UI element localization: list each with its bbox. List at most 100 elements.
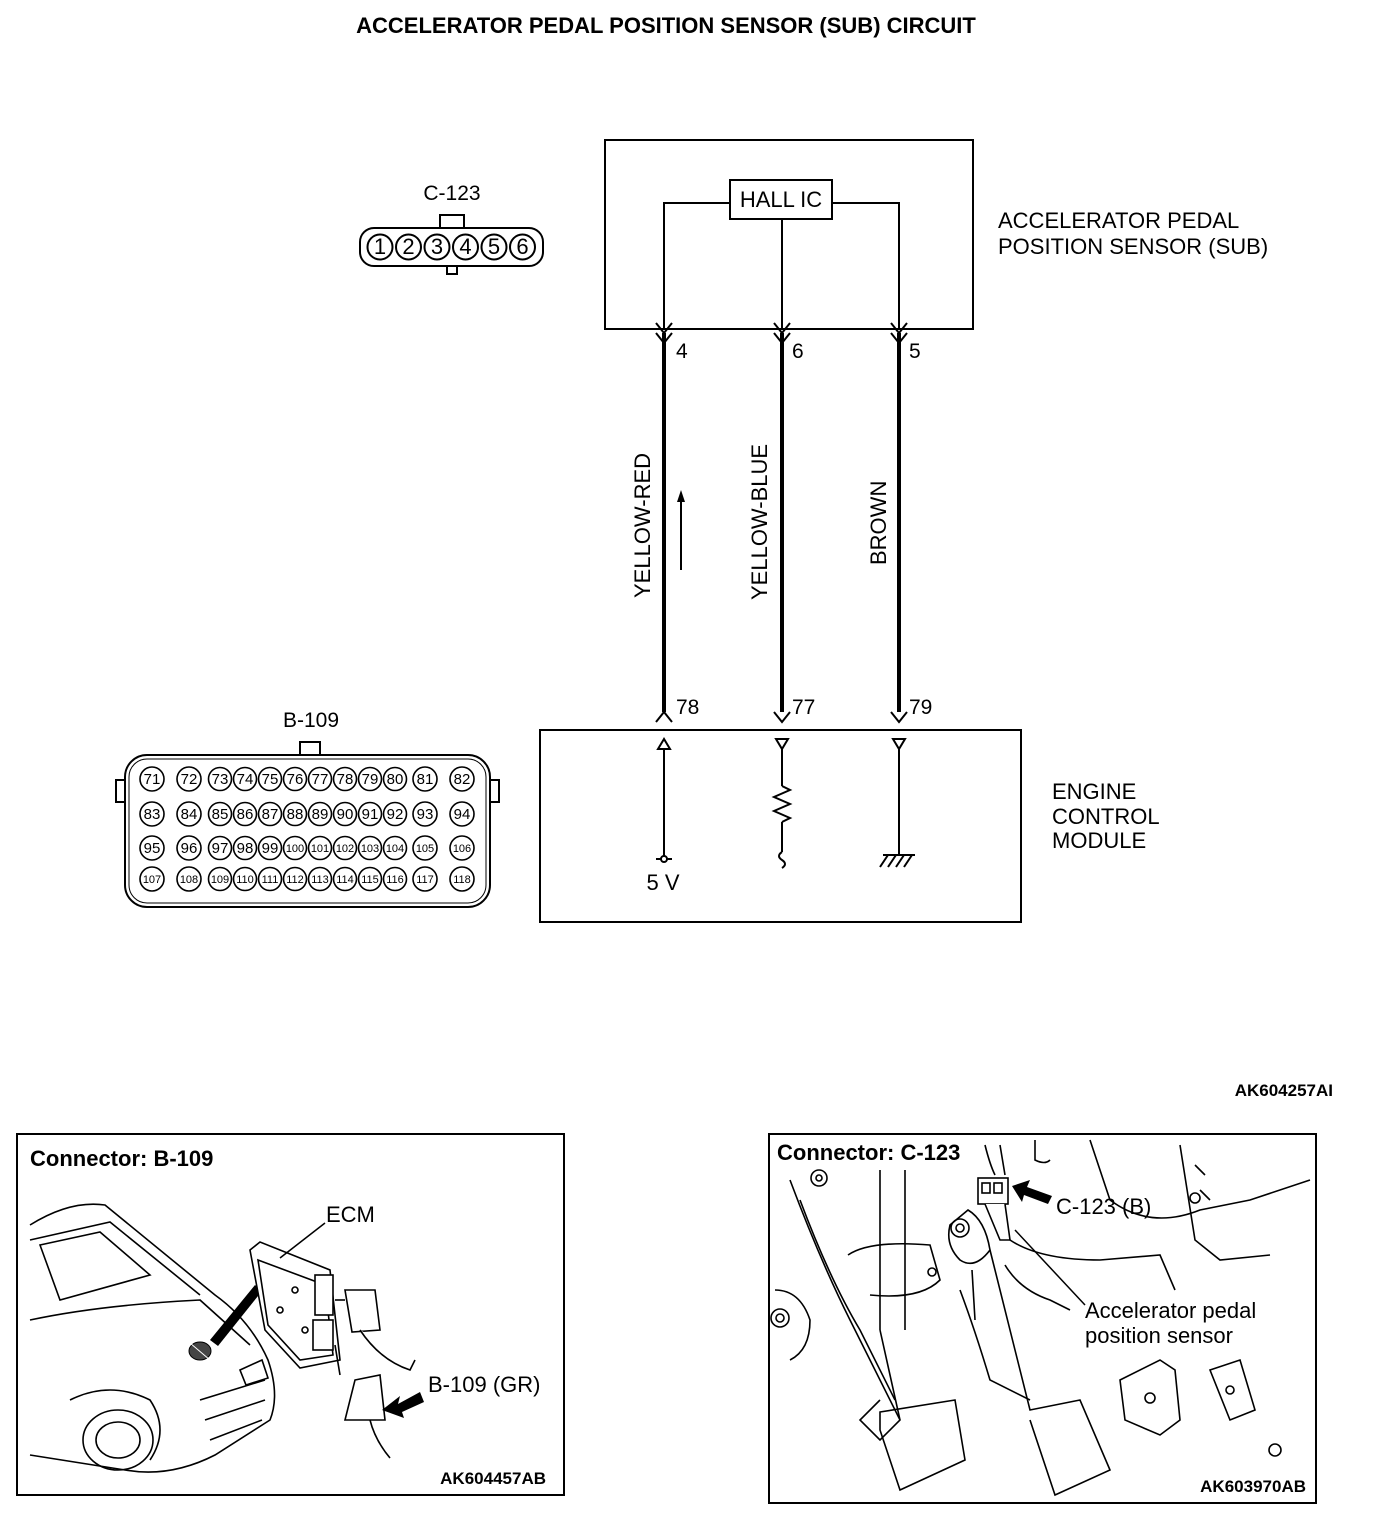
panel-right-title: Connector: C-123: [777, 1140, 960, 1165]
ecm-name-line2: CONTROL: [1052, 804, 1160, 829]
svg-text:88: 88: [287, 806, 304, 823]
hall-ic-block: [729, 179, 833, 220]
svg-text:100: 100: [286, 843, 304, 855]
b109-pin-107: 107: [139, 866, 165, 892]
svg-text:1: 1: [374, 234, 386, 259]
wire-yellow-red: [655, 322, 673, 723]
c123-pin-5: 5: [480, 233, 508, 261]
b109-pin-116: 116: [382, 866, 408, 892]
svg-text:83: 83: [144, 806, 161, 823]
b109-pin-85: 85: [207, 801, 233, 827]
b109-pin-75: 75: [257, 766, 283, 792]
svg-text:108: 108: [180, 874, 198, 886]
b109-pin-89: 89: [307, 801, 333, 827]
svg-text:89: 89: [312, 806, 329, 823]
panel-connector-b109: Connector: B-109: [16, 1133, 565, 1496]
svg-text:81: 81: [417, 771, 434, 788]
b109-pin-104: 104: [382, 835, 408, 861]
b109-pin-110: 110: [232, 866, 258, 892]
ecm-box: [539, 729, 1022, 923]
b109-pin-90: 90: [332, 801, 358, 827]
svg-text:76: 76: [287, 771, 304, 788]
svg-text:118: 118: [453, 874, 471, 886]
b109-pin-95: 95: [139, 835, 165, 861]
wire-yellow-blue: [773, 322, 791, 724]
c123-pin-1: 1: [366, 233, 394, 261]
svg-text:5: 5: [488, 234, 500, 259]
svg-text:95: 95: [144, 840, 161, 857]
b109-pin-111: 111: [257, 866, 283, 892]
sensor-pin-4: 4: [676, 340, 688, 363]
b109-pin-77: 77: [307, 766, 333, 792]
b109-pin-73: 73: [207, 766, 233, 792]
svg-text:80: 80: [387, 771, 404, 788]
b109-pin-92: 92: [382, 801, 408, 827]
ecm-unit-illustration: [249, 1241, 416, 1459]
svg-text:103: 103: [361, 843, 379, 855]
b109-pin-97: 97: [207, 835, 233, 861]
svg-text:91: 91: [362, 806, 379, 823]
b109-pin-94: 94: [449, 801, 475, 827]
c123-pin-2: 2: [395, 233, 422, 261]
c123-callout-arrow: [1012, 1180, 1052, 1204]
ecm-callout-label: ECM: [326, 1202, 375, 1227]
wire-color-yellow-blue: YELLOW-BLUE: [747, 444, 772, 600]
svg-text:77: 77: [312, 771, 329, 788]
b109-pin-114: 114: [332, 866, 358, 892]
car-illustration: [29, 1203, 276, 1473]
svg-text:94: 94: [454, 806, 471, 823]
sensor-callout-line1: Accelerator pedal: [1085, 1298, 1256, 1323]
panel-left-title: Connector: B-109: [30, 1146, 213, 1171]
c123-pin-3: 3: [423, 233, 451, 261]
svg-text:104: 104: [386, 843, 404, 855]
b109-pin-108: 108: [176, 866, 202, 892]
svg-text:87: 87: [262, 806, 279, 823]
svg-text:85: 85: [212, 806, 229, 823]
svg-text:72: 72: [181, 771, 198, 788]
pedal-illustration: [770, 1139, 1311, 1497]
svg-text:96: 96: [181, 840, 198, 857]
svg-text:90: 90: [337, 806, 354, 823]
b109-pin-99: 99: [257, 835, 283, 861]
svg-text:75: 75: [262, 771, 279, 788]
ecm-name-line3: MODULE: [1052, 828, 1146, 853]
svg-text:117: 117: [416, 874, 434, 886]
svg-text:93: 93: [417, 806, 434, 823]
b109-pin-98: 98: [232, 835, 258, 861]
sensor-name-line2: POSITION SENSOR (SUB): [998, 234, 1268, 259]
svg-text:105: 105: [416, 843, 434, 855]
b109-pin-79: 79: [357, 766, 383, 792]
b109-pin-101: 101: [307, 835, 333, 861]
b109-pin-81: 81: [412, 766, 438, 792]
sensor-pin-5: 5: [909, 340, 921, 363]
b109-callout-arrow: [382, 1392, 424, 1418]
wire-color-yellow-red: YELLOW-RED: [630, 453, 655, 598]
sensor-callout-line2: position sensor: [1085, 1323, 1233, 1348]
c123-pin-4: 4: [452, 233, 479, 261]
svg-text:97: 97: [212, 840, 229, 857]
ecm-name-line1: ENGINE: [1052, 779, 1136, 804]
svg-text:86: 86: [237, 806, 254, 823]
b109-pin-100: 100: [282, 835, 308, 861]
svg-text:113: 113: [311, 874, 329, 886]
b109-pin-76: 76: [282, 766, 308, 792]
b109-pin-106: 106: [449, 835, 475, 861]
svg-text:112: 112: [286, 874, 304, 886]
ecm-pin-79: 79: [909, 696, 932, 719]
b109-pin-80: 80: [382, 766, 408, 792]
b109-pin-105: 105: [412, 835, 438, 861]
sensor-name-line1: ACCELERATOR PEDAL: [998, 208, 1239, 233]
b109-pin-78: 78: [332, 766, 358, 792]
b109-pin-74: 74: [232, 766, 258, 792]
panel-right-code: AK603970AB: [1200, 1477, 1306, 1496]
svg-text:109: 109: [211, 874, 229, 886]
diagram-title: ACCELERATOR PEDAL POSITION SENSOR (SUB) …: [356, 13, 976, 38]
panel-connector-c123: Connector: C-123 C-123 (B) Accelerator p…: [768, 1133, 1317, 1504]
b109-pin-86: 86: [232, 801, 258, 827]
connector-b109-label: B-109: [283, 709, 339, 732]
diagram-code: AK604257AI: [1235, 1081, 1333, 1100]
b109-pin-84: 84: [176, 801, 202, 827]
svg-text:107: 107: [143, 874, 161, 886]
